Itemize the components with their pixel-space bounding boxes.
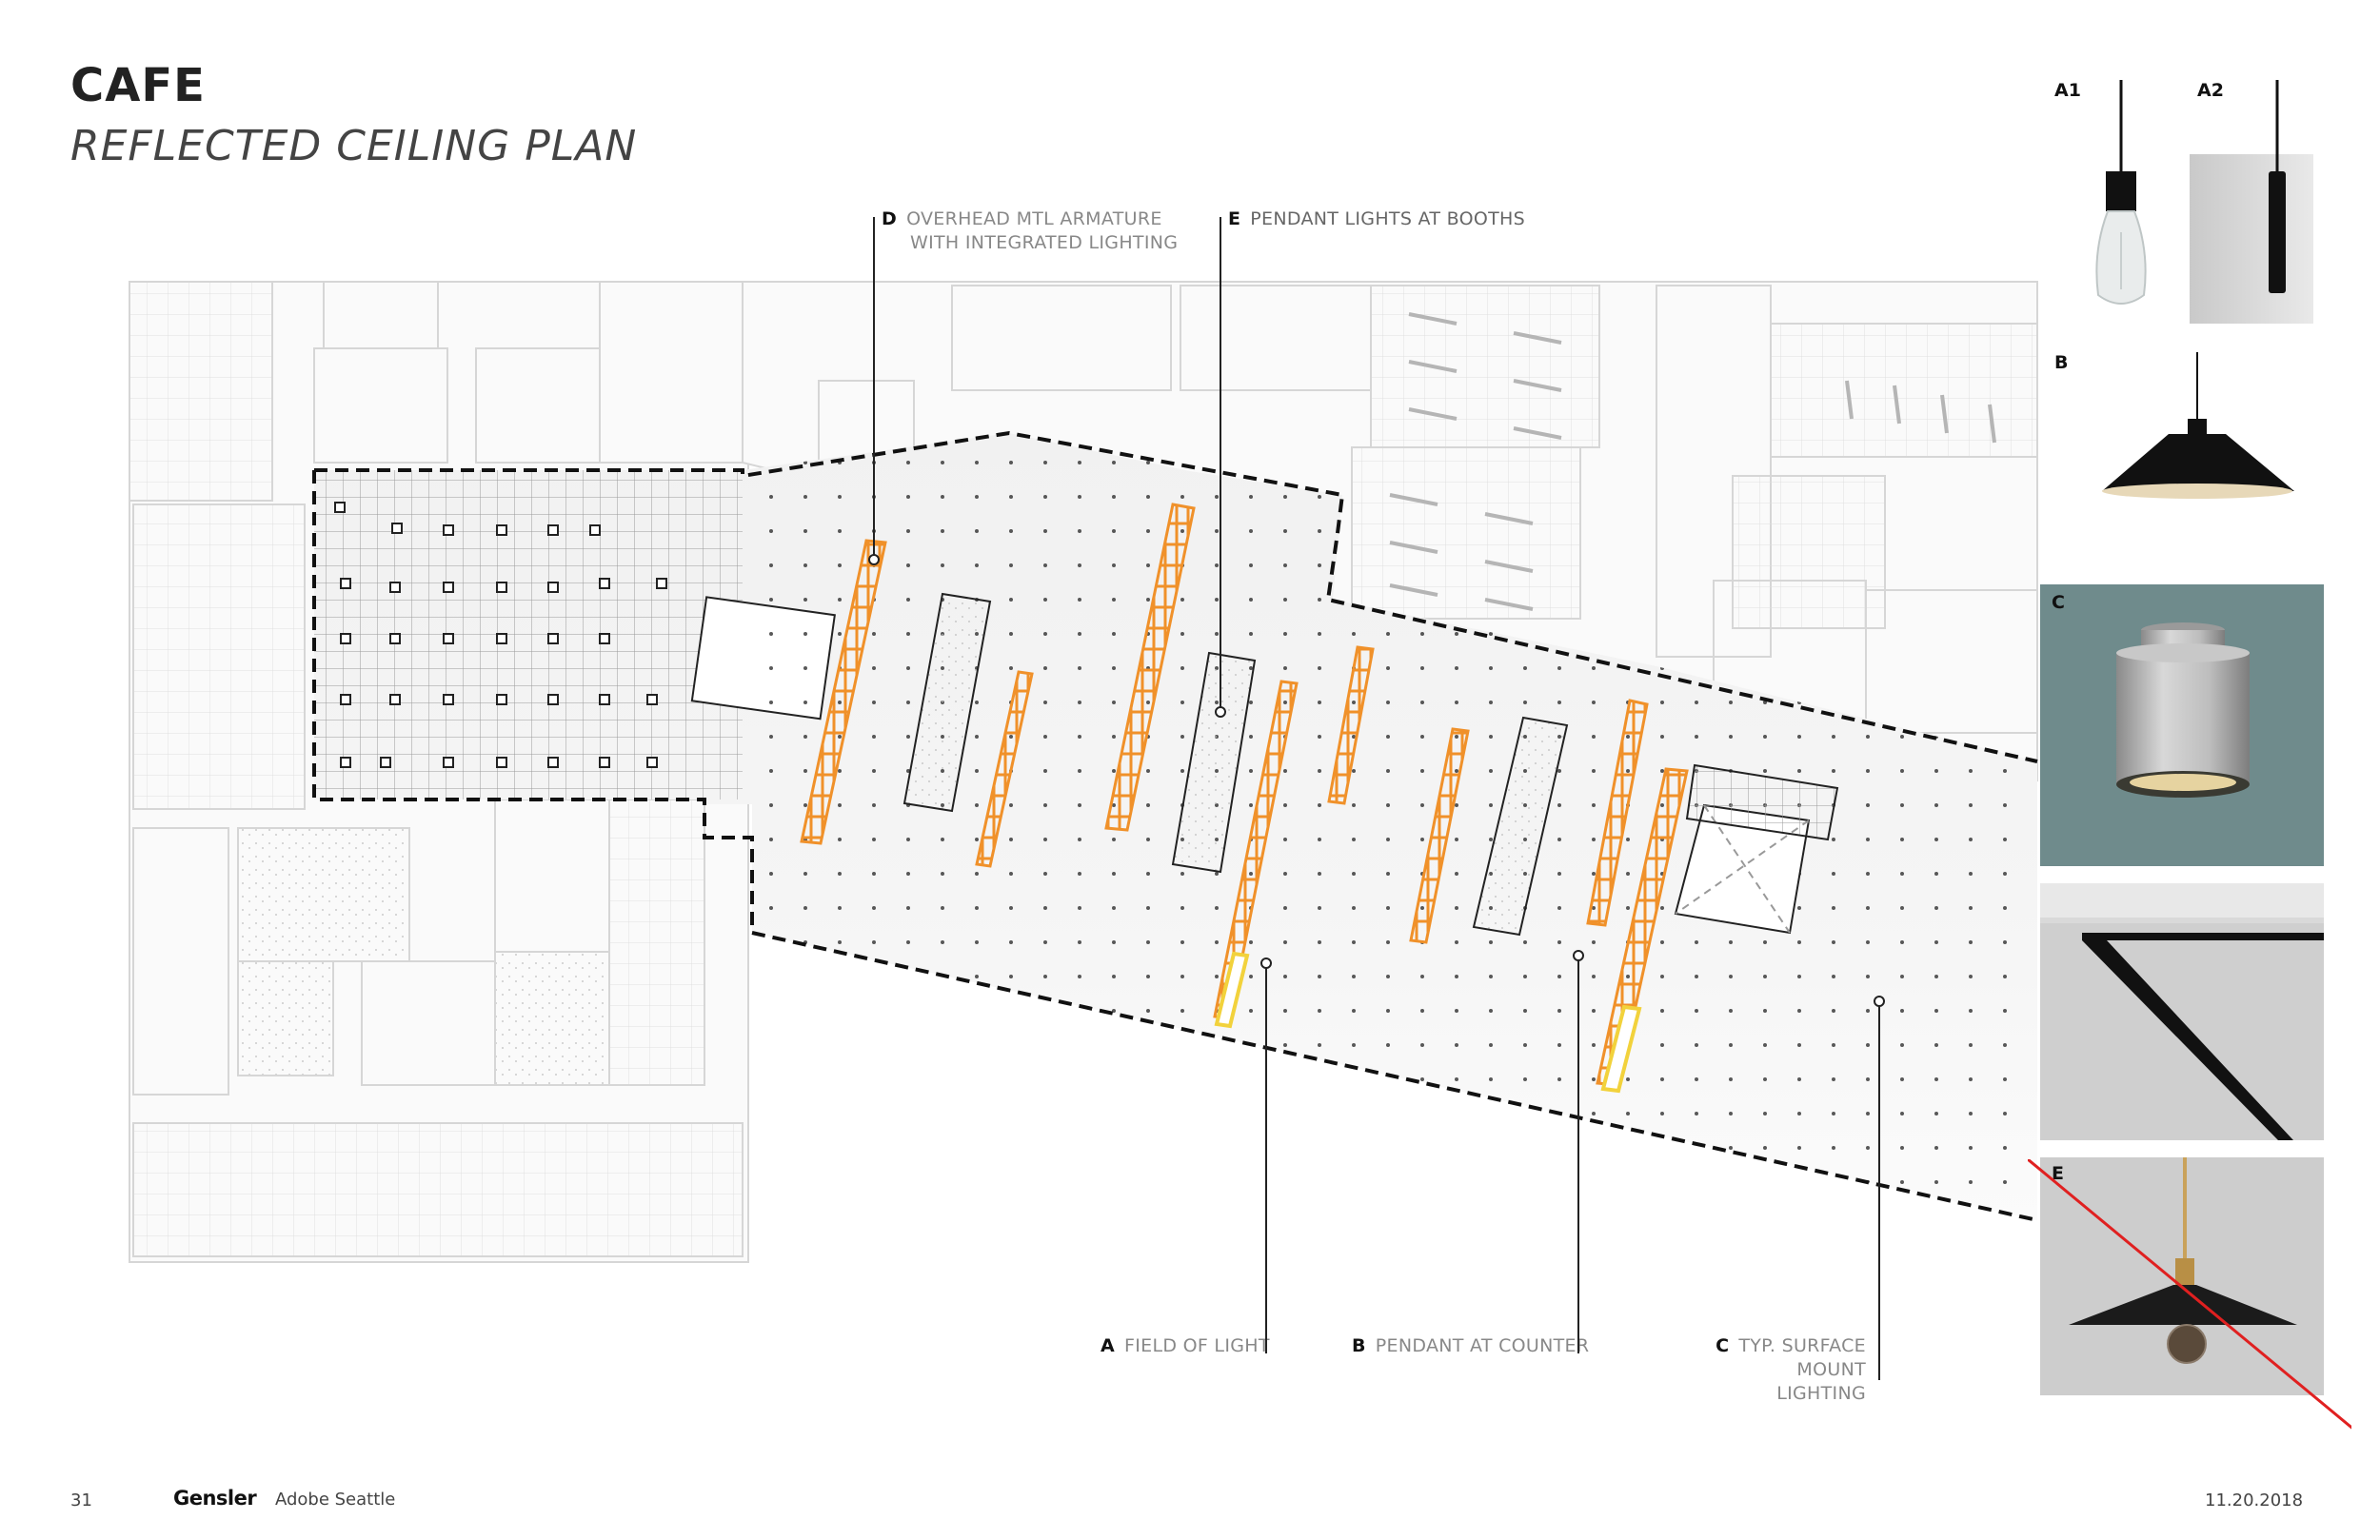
tiled-ceiling-area (314, 470, 743, 800)
callout-d-line1: OVERHEAD MTL ARMATURE (906, 208, 1162, 229)
fixture-label-b: B (2054, 352, 2069, 373)
callout-a: A FIELD OF LIGHT (1101, 1334, 1270, 1358)
callout-b: B PENDANT AT COUNTER (1352, 1334, 1589, 1358)
fixture-panel-b: B (2054, 352, 2313, 514)
fixture-label-a1: A1 (2054, 80, 2081, 101)
callout-a-line1: FIELD OF LIGHT (1124, 1335, 1270, 1356)
page-title: CAFE (70, 59, 206, 112)
fixture-panel-d: D (2040, 883, 2324, 1140)
footer-date: 11.20.2018 (2205, 1491, 2304, 1510)
upper-room-fixtures (1389, 312, 1996, 611)
cafe-boundary (314, 430, 2038, 763)
callout-c: C TYP. SURFACE MOUNT LIGHTING (1656, 1334, 1866, 1406)
fixture-panel-a1: A1 (2054, 80, 2180, 324)
page-number: 31 (70, 1491, 92, 1510)
fixture-label-e: E (2052, 1163, 2064, 1184)
callout-c-line1: TYP. SURFACE MOUNT (1738, 1335, 1866, 1380)
armature-ladders (800, 503, 1689, 1094)
leader-lines (868, 217, 1885, 1380)
callout-c-line2: LIGHTING (1776, 1383, 1866, 1404)
callout-b-key: B (1352, 1335, 1366, 1356)
fixture-panel-e: E (2040, 1157, 2324, 1395)
callout-c-key: C (1716, 1335, 1730, 1356)
red-annotation-line (2028, 1159, 2351, 1430)
callout-d-line2: WITH INTEGRATED LIGHTING (910, 232, 1179, 253)
callout-e-line1: PENDANT LIGHTS AT BOOTHS (1250, 208, 1525, 229)
callout-e: E PENDANT LIGHTS AT BOOTHS (1228, 207, 1525, 231)
page-subtitle: REFLECTED CEILING PLAN (70, 122, 638, 170)
footer-brand-block: Gensler Adobe Seattle (173, 1487, 395, 1510)
fixture-label-a2: A2 (2197, 80, 2224, 101)
fixture-panel-c: C (2040, 584, 2324, 866)
gensler-logo: Gensler (173, 1487, 257, 1510)
fixture-panel-a2: A2 (2190, 80, 2313, 324)
callout-d-key: D (882, 208, 898, 229)
project-name: Adobe Seattle (274, 1490, 396, 1510)
callout-d: D OVERHEAD MTL ARMATURE WITH INTEGRATED L… (882, 207, 1178, 255)
callout-e-key: E (1228, 208, 1241, 229)
tiled-area-fixtures (334, 502, 667, 768)
callout-a-key: A (1101, 1335, 1116, 1356)
callout-b-line1: PENDANT AT COUNTER (1375, 1335, 1590, 1356)
fixture-label-c: C (2052, 592, 2065, 613)
